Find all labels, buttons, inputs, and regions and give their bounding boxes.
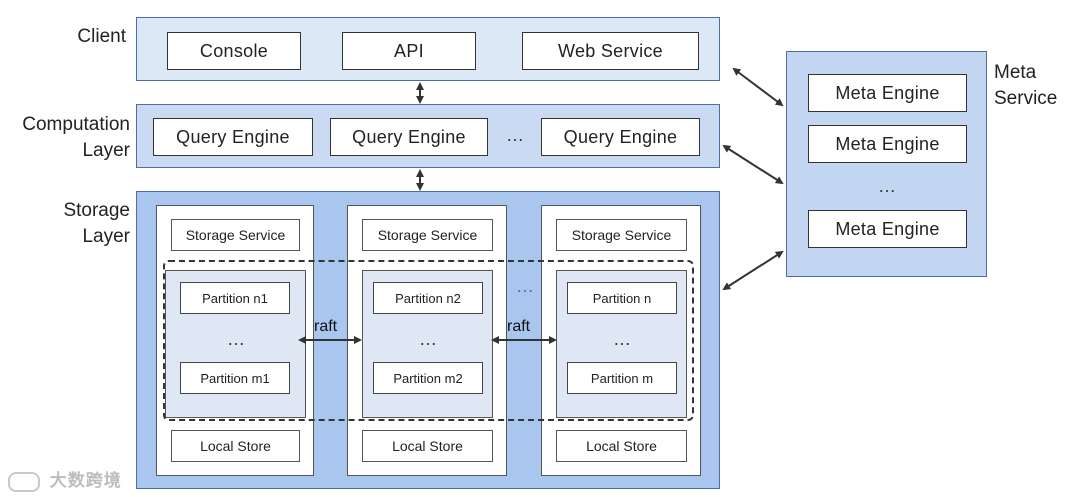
storage-layer-label: Storage Layer [20, 198, 130, 250]
partition-last-1: Partition m1 [180, 362, 290, 394]
storage-meta-arrow [722, 250, 784, 291]
storage-label-line1: Storage [63, 200, 130, 221]
partition-last-3: Partition m [567, 362, 677, 394]
watermark: 大数跨境 [8, 466, 122, 492]
query-engine-box-2: Query Engine [330, 118, 488, 156]
partition-first-3: Partition n [567, 282, 677, 314]
meta-label-line1: Meta [994, 62, 1037, 83]
partition-group-3: Partition n … Partition m [556, 270, 687, 418]
storage-node-ellipsis: … [516, 276, 534, 296]
api-box: API [342, 32, 476, 70]
raft-label-2: raft [507, 318, 531, 335]
storage-node-1: Storage Service Partition n1 … Partition… [156, 205, 314, 476]
local-store-box-2: Local Store [362, 430, 493, 462]
partition-ellipsis-1: … [227, 329, 245, 349]
raft-label-1: raft [314, 318, 338, 335]
client-layer-label: Client [40, 24, 126, 50]
raft-group-boundary [163, 260, 694, 421]
partition-group-1: Partition n1 … Partition m1 [165, 270, 306, 418]
partition-first-1: Partition n1 [180, 282, 290, 314]
storage-service-box-3: Storage Service [556, 219, 687, 251]
meta-engine-box-2: Meta Engine [808, 125, 967, 163]
computation-label-line2: Layer [82, 140, 130, 161]
computation-layer-label: Computation Layer [0, 112, 130, 164]
storage-service-box-2: Storage Service [362, 219, 493, 251]
query-engine-ellipsis: … [506, 125, 524, 145]
storage-service-box-1: Storage Service [171, 219, 300, 251]
partition-last-2: Partition m2 [373, 362, 483, 394]
computation-label-line1: Computation [22, 114, 130, 135]
query-engine-box-3: Query Engine [541, 118, 700, 156]
client-meta-arrow [732, 67, 784, 107]
meta-engine-ellipsis: … [878, 176, 896, 196]
query-engine-box-1: Query Engine [153, 118, 313, 156]
computation-panel: Query Engine Query Engine … Query Engine [136, 104, 720, 168]
computation-meta-arrow [722, 144, 784, 185]
meta-panel: Meta Engine Meta Engine … Meta Engine [786, 51, 987, 277]
partition-ellipsis-2: … [419, 329, 437, 349]
watermark-text: 大数跨境 [49, 471, 122, 490]
web-service-box: Web Service [522, 32, 699, 70]
local-store-box-3: Local Store [556, 430, 687, 462]
storage-label-line2: Layer [82, 226, 130, 247]
watermark-logo-icon [8, 471, 40, 492]
storage-panel: Storage Service Partition n1 … Partition… [136, 191, 720, 489]
client-panel: Console API Web Service [136, 17, 720, 81]
meta-engine-box-1: Meta Engine [808, 74, 967, 112]
storage-node-3: Storage Service Partition n … Partition … [541, 205, 701, 476]
client-label-text: Client [77, 26, 126, 47]
console-box: Console [167, 32, 301, 70]
local-store-box-1: Local Store [171, 430, 300, 462]
meta-service-label: Meta Service [994, 60, 1074, 112]
meta-label-line2: Service [994, 88, 1058, 109]
partition-first-2: Partition n2 [373, 282, 483, 314]
partition-ellipsis-3: … [613, 329, 631, 349]
meta-engine-box-3: Meta Engine [808, 210, 967, 248]
partition-group-2: Partition n2 … Partition m2 [362, 270, 493, 418]
